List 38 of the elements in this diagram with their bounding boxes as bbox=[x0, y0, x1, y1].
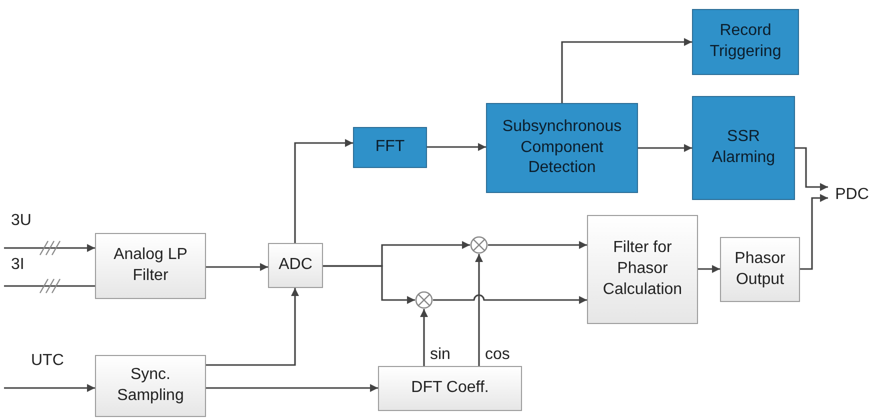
block-label: DFT Coeff. bbox=[410, 378, 490, 398]
arrow bbox=[698, 265, 720, 273]
arrow bbox=[294, 139, 353, 243]
block-label: Subsynchronous Component Detection bbox=[501, 116, 623, 178]
arrow bbox=[561, 38, 692, 103]
process-box bbox=[587, 215, 698, 324]
block-label: Analog LP Filter bbox=[112, 245, 188, 286]
block-label: Sync. Sampling bbox=[116, 365, 185, 406]
process-block bbox=[692, 9, 799, 75]
output-label: PDC bbox=[834, 186, 870, 204]
process-box bbox=[95, 233, 206, 299]
process-box bbox=[95, 355, 206, 417]
arrow bbox=[420, 309, 428, 366]
arrow bbox=[4, 244, 95, 252]
arrow bbox=[795, 147, 828, 191]
block-label: Record Triggering bbox=[708, 21, 782, 62]
block-label: ADC bbox=[278, 255, 314, 276]
process-box bbox=[378, 366, 522, 411]
arrow bbox=[475, 254, 483, 366]
block-label: Phasor Output bbox=[734, 248, 786, 290]
arrow bbox=[427, 143, 486, 151]
arrow bbox=[206, 263, 268, 271]
block-label: Filter for Phasor Calculation bbox=[602, 238, 684, 300]
arrow bbox=[433, 294, 587, 304]
arrow bbox=[488, 241, 587, 249]
process-box bbox=[720, 237, 800, 302]
arrow bbox=[206, 288, 299, 366]
arrow bbox=[4, 384, 95, 392]
process-block bbox=[692, 96, 795, 200]
arrow bbox=[206, 384, 378, 392]
process-box bbox=[268, 243, 323, 288]
block-label: SSR Alarming bbox=[710, 127, 776, 168]
arrow bbox=[638, 144, 692, 152]
block-label: FFT bbox=[374, 137, 406, 158]
process-block bbox=[353, 127, 427, 168]
process-block bbox=[486, 103, 638, 193]
arrow bbox=[323, 265, 415, 304]
arrow bbox=[800, 194, 828, 270]
